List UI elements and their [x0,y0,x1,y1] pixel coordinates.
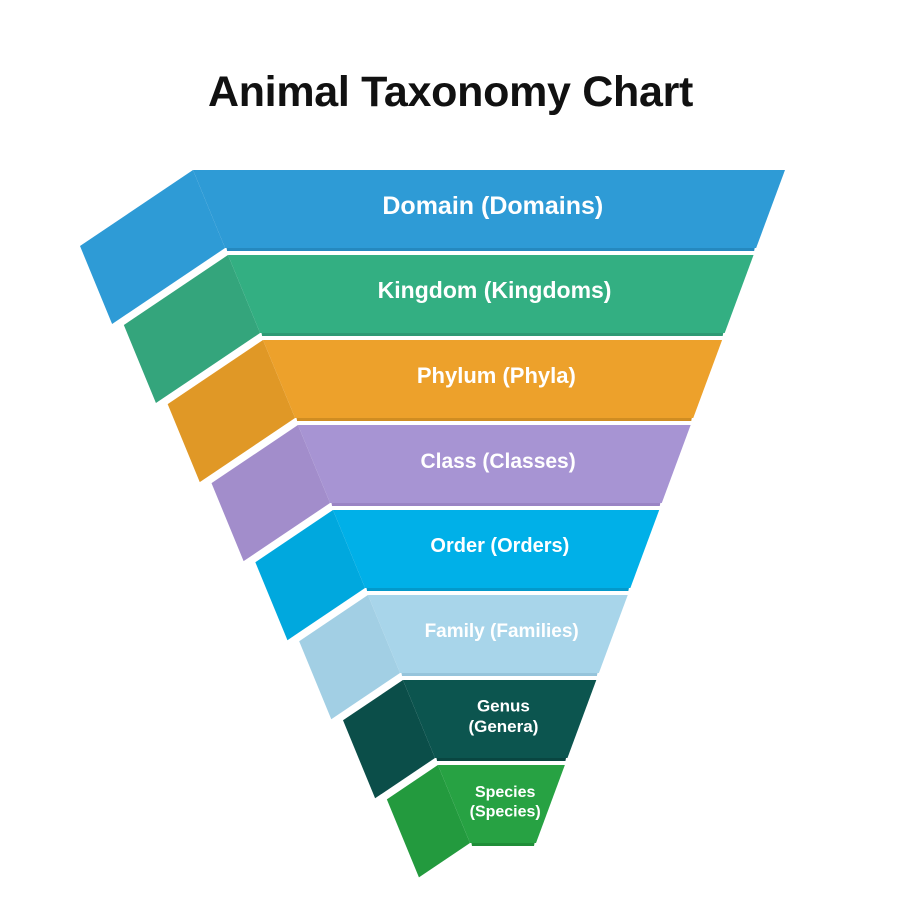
segment-side-face-phylum [167,340,296,483]
segment-front-face-order [332,510,660,588]
funnel-segment-genus[interactable]: Genus(Genera) [343,680,597,799]
segment-label-phylum: Phylum (Phyla) [417,363,576,388]
segment-label-class: Class (Classes) [420,450,575,473]
funnel-segment-class[interactable]: Class (Classes) [211,425,691,562]
segment-side-face-species [386,765,470,878]
segment-front-face-species [437,765,565,843]
segment-label-genus: Genus(Genera) [468,697,538,736]
segment-front-face-genus [402,680,597,758]
segment-front-face-family [367,595,628,673]
segment-front-face-kingdom [227,255,754,333]
funnel-segment-domain[interactable]: Domain (Domains) [80,170,785,324]
funnel-segment-phylum[interactable]: Phylum (Phyla) [167,340,723,483]
funnel-segment-species[interactable]: Species(Species) [386,765,565,878]
segment-side-face-family [299,595,401,720]
segment-side-face-order [255,510,366,641]
page-title: Animal Taxonomy Chart [207,68,694,116]
segment-label-domain: Domain (Domains) [382,192,603,220]
segment-front-face-phylum [262,340,723,418]
funnel-segment-kingdom[interactable]: Kingdom (Kingdoms) [123,255,754,404]
segment-label-family: Family (Families) [425,621,579,642]
funnel-segment-family[interactable]: Family (Families) [299,595,628,720]
segment-label-order: Order (Orders) [430,535,569,557]
funnel-segments-group: Domain (Domains) Kingdom (Kingdoms) Phylum… [80,170,785,878]
segment-side-face-genus [343,680,436,799]
segment-side-face-class [211,425,331,562]
funnel-segment-order[interactable]: Order (Orders) [255,510,660,641]
segment-label-species: Species(Species) [470,784,541,820]
segment-front-face-class [297,425,691,503]
segment-side-face-kingdom [123,255,261,404]
segment-label-kingdom: Kingdom (Kingdoms) [378,277,612,303]
segment-side-face-domain [80,170,226,324]
segment-front-face-domain [193,170,785,248]
